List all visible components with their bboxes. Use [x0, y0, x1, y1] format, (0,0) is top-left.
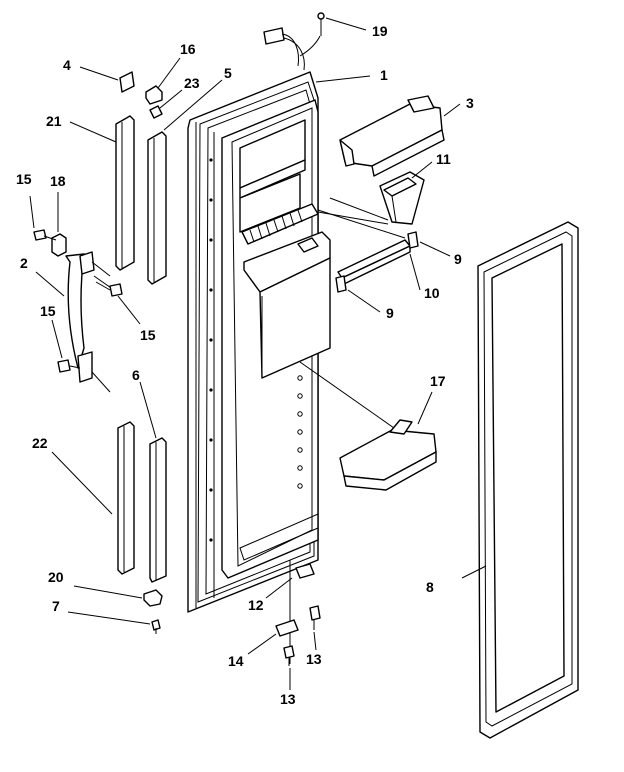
callout-8: 8	[426, 579, 434, 595]
callout-22: 22	[32, 435, 48, 451]
door-gasket	[477, 221, 579, 739]
rim-fastener-dots	[209, 158, 213, 542]
callout-2: 2	[20, 255, 28, 271]
callout-19: 19	[372, 23, 388, 39]
handle-screw-top	[33, 229, 57, 241]
handle-assembly	[33, 229, 123, 393]
callout-3: 3	[466, 95, 474, 111]
callout-15-left: 15	[40, 303, 56, 319]
callout-10: 10	[424, 285, 440, 301]
top-clip-parts	[119, 71, 163, 119]
callout-16: 16	[180, 41, 196, 57]
callout-7: 7	[52, 598, 60, 614]
bin-guide	[317, 209, 419, 293]
callout-18: 18	[50, 173, 66, 189]
callout-14: 14	[228, 653, 244, 669]
callout-labels: 1 2 3 4 5 6 7 8 9 9 10 11 12 13 13 14 15…	[16, 23, 474, 707]
callout-13-bottom: 13	[280, 691, 296, 707]
door-panel	[187, 71, 331, 613]
callout-20: 20	[48, 569, 64, 585]
ice-chute	[317, 171, 425, 225]
callout-9-lower: 9	[386, 305, 394, 321]
callout-15-top: 15	[16, 171, 32, 187]
callout-13-right: 13	[306, 651, 322, 667]
leader-lines	[29, 17, 487, 690]
callout-6: 6	[132, 367, 140, 383]
callout-1: 1	[380, 67, 388, 83]
lower-guide-dots	[297, 375, 303, 489]
handle-screw-right	[95, 281, 123, 297]
lower-door-bin	[299, 361, 437, 491]
handle-screw-bottom	[57, 359, 81, 373]
callout-9-upper: 9	[454, 251, 462, 267]
callout-5: 5	[224, 65, 232, 81]
upper-trim-strips	[115, 115, 167, 285]
callout-17: 17	[430, 373, 446, 389]
callout-21: 21	[46, 113, 62, 129]
callout-15-right: 15	[140, 327, 156, 343]
callout-12: 12	[248, 597, 264, 613]
wire-harness	[263, 12, 325, 71]
callout-4: 4	[63, 57, 71, 73]
upper-door-bin	[339, 95, 445, 177]
callout-23: 23	[184, 75, 200, 91]
lower-trim-strips	[117, 421, 167, 583]
ice-chute-grille	[249, 209, 303, 243]
bottom-bracket-parts	[143, 560, 321, 666]
callout-11: 11	[436, 151, 451, 167]
